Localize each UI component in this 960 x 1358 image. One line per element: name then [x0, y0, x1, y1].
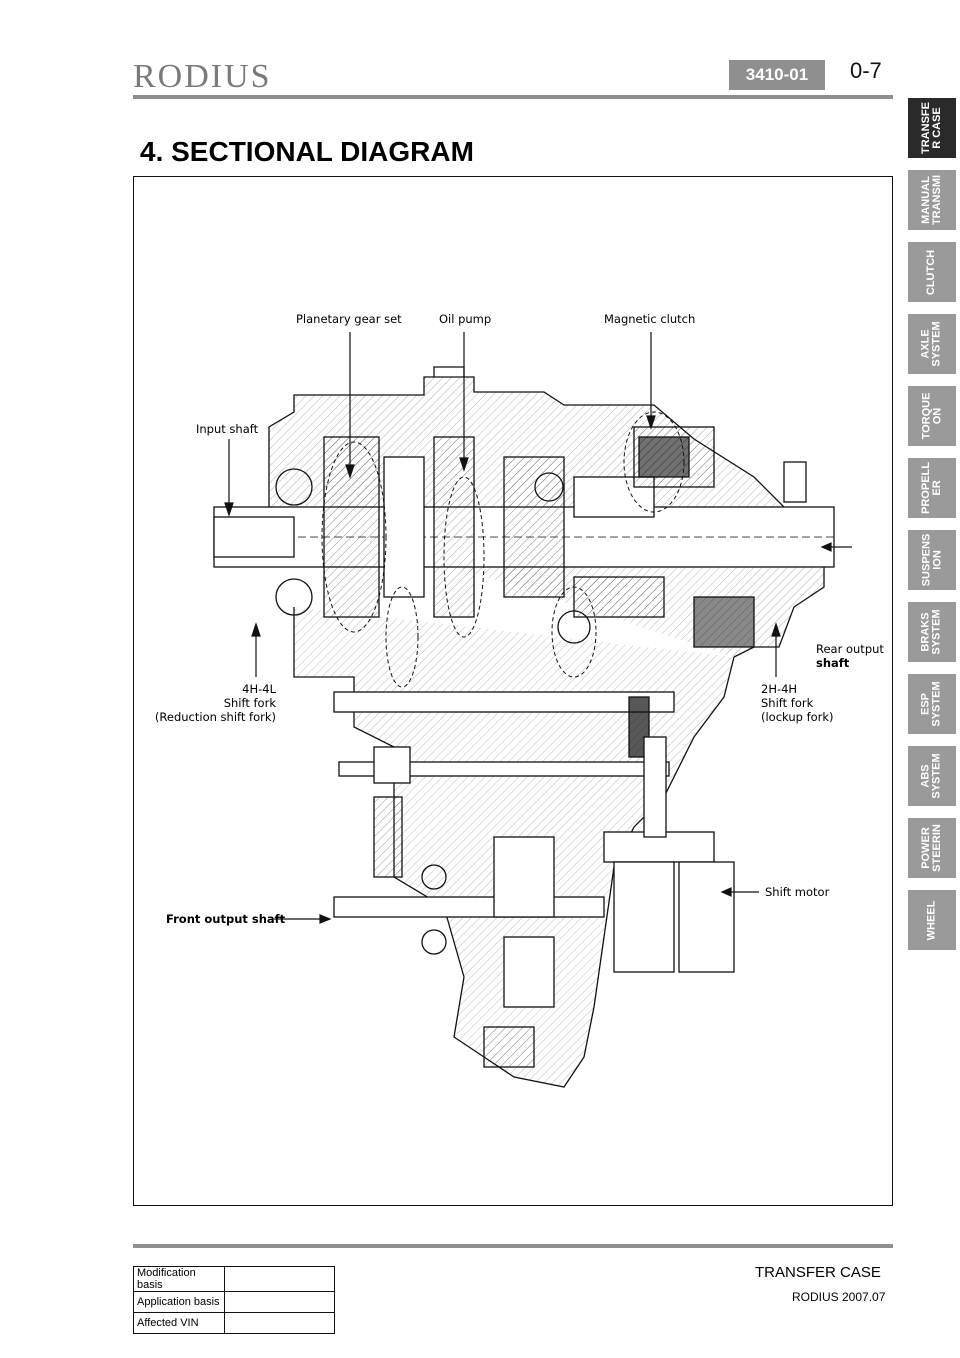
side-tab-label: PROPELL ER — [920, 462, 944, 514]
table-row: Application basis — [133, 1291, 335, 1313]
side-tab-3[interactable]: AXLE SYSTEM — [908, 314, 956, 374]
label-fork-4h4l-1: 4H-4L — [242, 682, 276, 696]
affected-vin-value — [224, 1312, 335, 1334]
brand-logo: RODIUS — [133, 58, 272, 95]
side-tab-label: SUSPENS ION — [920, 533, 944, 587]
modification-basis-value — [224, 1266, 335, 1292]
table-row: Affected VIN — [133, 1312, 335, 1334]
application-basis-label: Application basis — [133, 1291, 225, 1313]
side-tab-5[interactable]: PROPELL ER — [908, 458, 956, 518]
label-magnetic-clutch: Magnetic clutch — [604, 312, 695, 326]
sectional-diagram: Planetary gear set Oil pump Magnetic clu… — [155, 312, 884, 1088]
footer-title: TRANSFER CASE — [755, 1264, 881, 1281]
diagram-frame — [133, 176, 893, 1206]
side-tab-label: POWER STEERIN — [920, 824, 943, 872]
side-tab-label: ESP SYSTEM — [919, 681, 943, 727]
side-tab-2[interactable]: CLUTCH — [908, 242, 956, 302]
header-rule — [133, 95, 893, 99]
table-row: Modification basis — [133, 1266, 335, 1292]
page-number: 0-7 — [850, 58, 882, 83]
side-tab-label: WHEEL — [925, 900, 938, 940]
side-tab-label: AXLE SYSTEM — [919, 321, 943, 367]
label-fork-4h4l-3: (Reduction shift fork) — [155, 710, 276, 724]
modification-basis-label: Modification basis — [133, 1266, 225, 1292]
label-planetary-gear-set: Planetary gear set — [296, 312, 402, 326]
label-rear-output-2: shaft — [816, 656, 850, 670]
modification-table: Modification basis Application basis Aff… — [133, 1266, 335, 1334]
footer-subtitle: RODIUS 2007.07 — [792, 1290, 886, 1304]
label-fork-2h4h-2: Shift fork — [761, 696, 814, 710]
side-tab-label: MANUAL TRANSMI — [920, 174, 944, 226]
leader-lines — [224, 332, 852, 924]
side-tab-label: BRAKS SYSTEM — [919, 609, 943, 655]
affected-vin-label: Affected VIN — [133, 1312, 225, 1334]
side-tab-label: TORQUE ON — [919, 392, 943, 440]
side-tab-6[interactable]: SUSPENS ION — [908, 530, 956, 590]
label-front-output-shaft: Front output shaft — [166, 912, 286, 926]
side-tab-11[interactable]: WHEEL — [908, 890, 956, 950]
side-tab-7[interactable]: BRAKS SYSTEM — [908, 602, 956, 662]
section-code-badge: 3410-01 — [729, 60, 825, 90]
application-basis-value — [224, 1291, 335, 1313]
section-title: 4. SECTIONAL DIAGRAM — [140, 136, 474, 167]
side-tab-1[interactable]: MANUAL TRANSMI — [908, 170, 956, 230]
side-tab-4[interactable]: TORQUE ON — [908, 386, 956, 446]
label-oil-pump: Oil pump — [439, 312, 491, 326]
transfer-case-drawing — [213, 366, 835, 1088]
label-rear-output-1: Rear output — [816, 642, 884, 656]
side-tab-8[interactable]: ESP SYSTEM — [908, 674, 956, 734]
footer-rule — [133, 1244, 893, 1248]
side-tab-label: ABS SYSTEM — [919, 753, 943, 799]
side-tab-label: TRANSFE R CASE — [920, 102, 944, 154]
label-input-shaft: Input shaft — [196, 422, 259, 436]
label-shift-motor: Shift motor — [765, 885, 830, 899]
side-tab-9[interactable]: ABS SYSTEM — [908, 746, 956, 806]
side-tab-10[interactable]: POWER STEERIN — [908, 818, 956, 878]
label-fork-2h4h-3: (lockup fork) — [761, 710, 834, 724]
side-tab-label: CLUTCH — [925, 249, 938, 295]
label-fork-4h4l-2: Shift fork — [224, 696, 277, 710]
side-tab-0[interactable]: TRANSFE R CASE — [908, 98, 956, 158]
label-fork-2h4h-1: 2H-4H — [761, 682, 797, 696]
